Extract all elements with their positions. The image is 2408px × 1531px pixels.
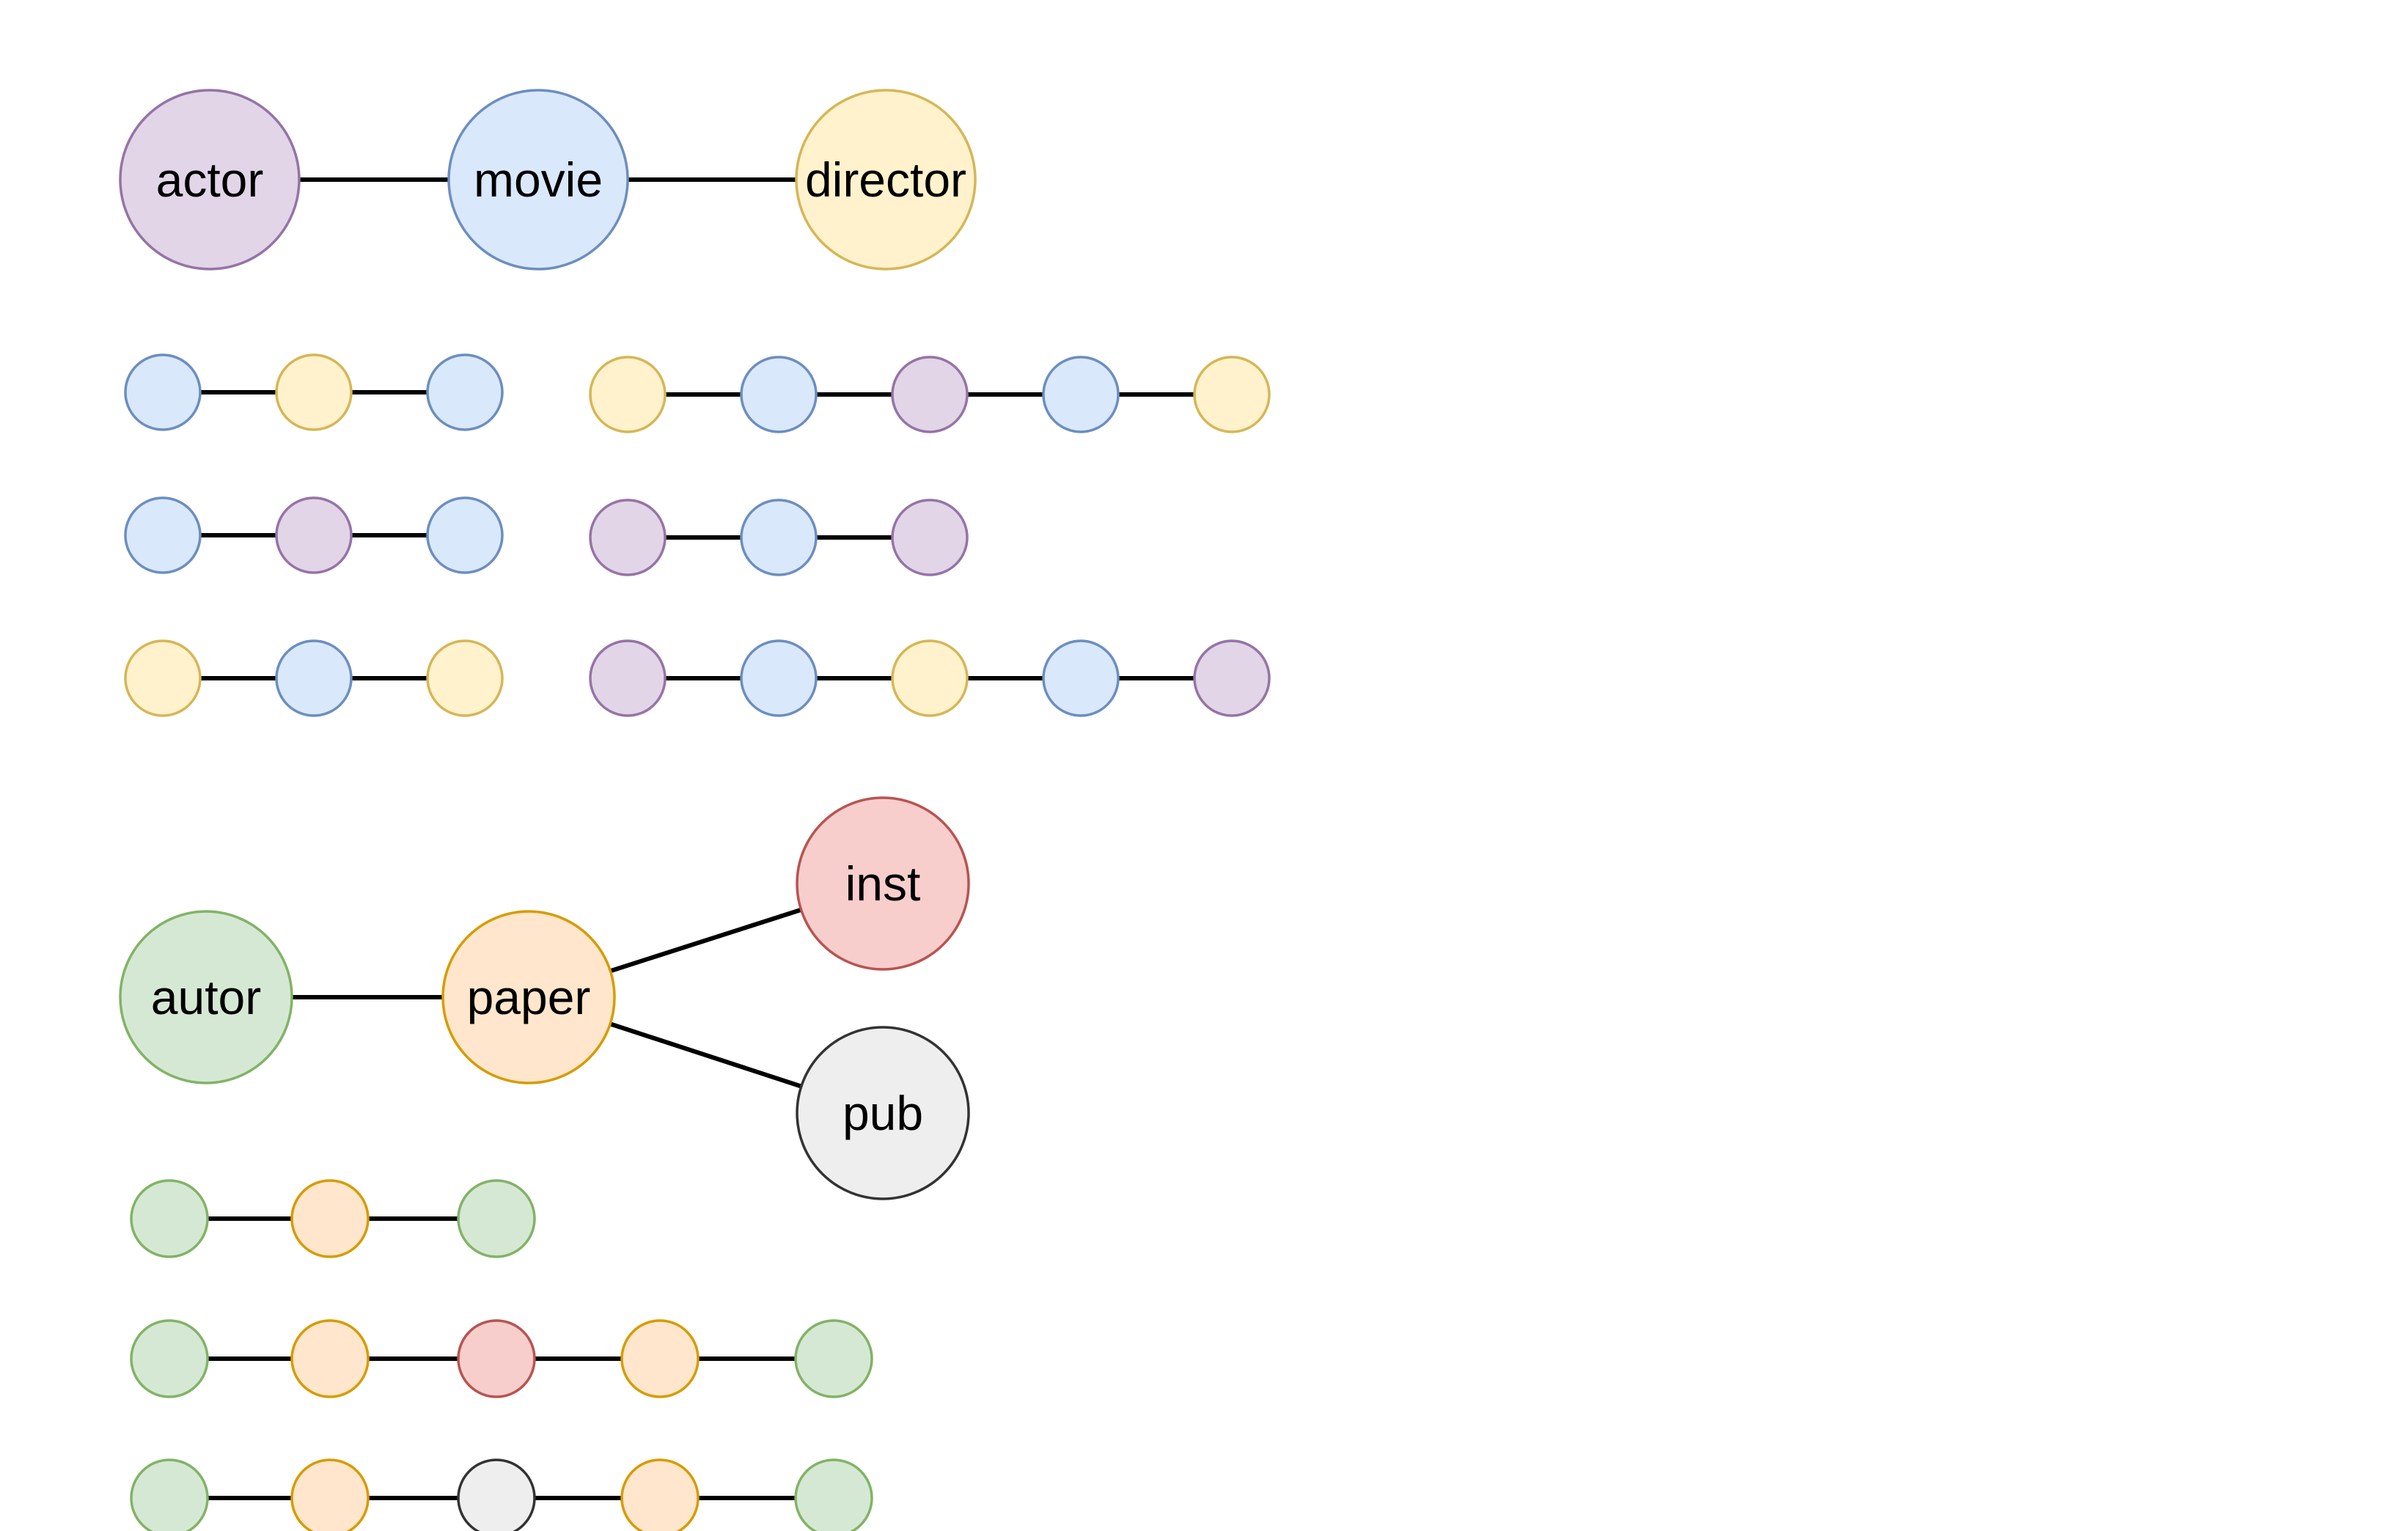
metapath-paper-1: [130, 1179, 536, 1258]
metapath-movie-3: [124, 639, 504, 717]
node-inst: inst: [796, 796, 970, 971]
node-pub-label: pub: [843, 1086, 923, 1140]
metapath-node-orange: [290, 1319, 370, 1398]
node-director-circle: [795, 89, 977, 271]
node-autor-circle: [119, 910, 293, 1084]
node-director-label: director: [805, 153, 966, 207]
metapath-node-blue: [124, 353, 202, 431]
node-actor: actor: [119, 89, 301, 271]
metapath-node-green: [794, 1458, 873, 1531]
metapath-node-green: [457, 1179, 536, 1258]
metapath-node-blue: [426, 353, 504, 431]
metapath-node-gray: [457, 1458, 536, 1531]
node-paper-circle: [441, 910, 616, 1084]
metapath-node-green: [130, 1179, 209, 1258]
metapath-node-blue: [275, 639, 353, 717]
metapath-node-yellow: [891, 639, 969, 717]
metapath-node-yellow: [275, 353, 353, 431]
metapath-movie-6: [589, 639, 1271, 717]
node-pub-circle: [796, 1026, 970, 1200]
metapath-node-blue: [1042, 356, 1120, 433]
metapath-node-orange: [620, 1458, 700, 1531]
node-actor-label: actor: [156, 153, 264, 207]
metapath-node-green: [794, 1319, 873, 1398]
node-paper-label: paper: [467, 970, 591, 1024]
edge-paper-pub: [609, 1021, 802, 1089]
metapath-node-orange: [290, 1179, 370, 1258]
metapath-node-yellow: [124, 639, 202, 717]
node-autor: autor: [119, 910, 293, 1084]
movie-schema-graph: actor movie director: [119, 89, 977, 271]
metapath-node-purple: [891, 499, 969, 576]
metapath-node-blue: [124, 496, 202, 574]
metapath-node-purple: [275, 496, 353, 574]
node-actor-circle: [119, 89, 301, 271]
metapath-paper-3: [130, 1458, 873, 1531]
metapath-node-orange: [620, 1319, 700, 1398]
metapath-node-red: [457, 1319, 536, 1398]
metapath-node-blue: [740, 499, 818, 576]
metapath-node-purple: [589, 499, 667, 576]
node-movie-label: movie: [474, 153, 603, 207]
metapath-paper-2: [130, 1319, 873, 1398]
metapath-node-blue: [740, 639, 818, 717]
metapath-node-yellow: [426, 639, 504, 717]
node-director: director: [795, 89, 977, 271]
paper-metapaths: [130, 1179, 873, 1531]
metapath-node-orange: [290, 1458, 370, 1531]
movie-metapaths: [124, 353, 1271, 717]
metapath-node-purple: [589, 639, 667, 717]
metapath-movie-4: [589, 356, 1271, 433]
edge-paper-inst: [609, 907, 802, 974]
node-autor-label: autor: [151, 970, 261, 1024]
node-movie: movie: [447, 89, 629, 271]
metapath-node-green: [130, 1458, 209, 1531]
node-paper: paper: [441, 910, 616, 1084]
metapath-movie-5: [589, 499, 969, 576]
metapath-node-blue: [426, 496, 504, 574]
metapath-node-yellow: [589, 356, 667, 433]
node-movie-circle: [447, 89, 629, 271]
metapath-movie-2: [124, 496, 504, 574]
metapath-node-blue: [1042, 639, 1120, 717]
paper-schema-graph: autor paper inst pub: [119, 796, 970, 1200]
node-inst-label: inst: [845, 856, 921, 911]
node-inst-circle: [796, 796, 970, 971]
metapath-node-purple: [1193, 639, 1271, 717]
metapath-node-green: [130, 1319, 209, 1398]
metapath-node-yellow: [1193, 356, 1271, 433]
node-pub: pub: [796, 1026, 970, 1200]
metapath-movie-1: [124, 353, 504, 431]
metapath-node-purple: [891, 356, 969, 433]
metapath-node-blue: [740, 356, 818, 433]
